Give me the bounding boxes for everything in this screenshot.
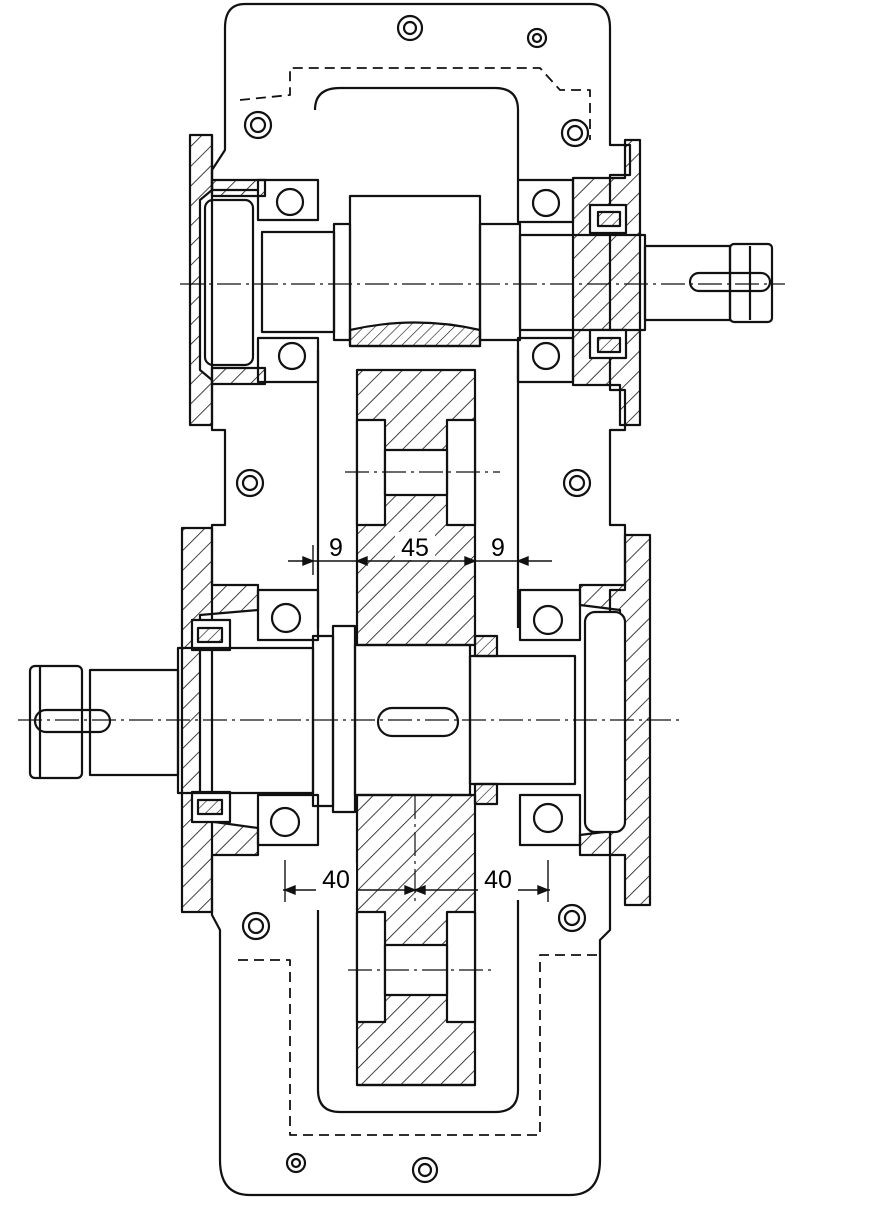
seal-hatch-3	[196, 626, 224, 644]
bolt-bottom-center	[411, 1156, 439, 1184]
upper-left-ball-bottom	[277, 341, 307, 371]
bolt-bottom-left-small	[285, 1152, 307, 1174]
seal-hatch-1	[596, 210, 622, 228]
bolt-lower-left	[241, 911, 271, 941]
dim-lower-left-span: 40	[322, 866, 350, 894]
bolt-top-center	[396, 14, 424, 42]
lower-input-keyway	[33, 708, 112, 734]
upper-left-flange-hatch	[210, 178, 267, 198]
upper-left-end-cover	[203, 198, 255, 367]
bolt-upper-left	[243, 110, 273, 140]
arrow-5	[283, 884, 296, 896]
lower-spacer-hatch-bottom	[473, 782, 499, 806]
lower-right-ball-top	[532, 604, 564, 636]
lower-keyway	[376, 706, 460, 738]
arrow-3	[464, 555, 477, 567]
upper-shaft-collar	[478, 222, 522, 342]
arrow-4	[516, 555, 529, 567]
lower-left-bearing-top	[256, 588, 320, 642]
bolt-mid-left	[235, 468, 265, 498]
gear-chamber-lower	[316, 900, 520, 1114]
arrow-1	[302, 555, 315, 567]
arrow-2	[355, 555, 368, 567]
bolt-mid-right	[562, 468, 592, 498]
bolt-lower-right	[557, 903, 587, 933]
gear-chamber	[313, 86, 520, 180]
upper-left-ball-top	[275, 187, 305, 217]
upper-left-cap	[188, 133, 214, 427]
dim-lower-right-span: 40	[484, 866, 512, 894]
lower-shaft-collar-left	[311, 634, 335, 808]
lower-right-bearing-top	[518, 588, 582, 642]
lower-left-bearing-bottom	[256, 793, 320, 847]
dim-upper-left-gap: 9	[329, 534, 343, 562]
upper-right-ball-top	[531, 188, 561, 218]
dim-gear-width: 45	[401, 534, 429, 562]
lower-right-ball-bottom	[532, 802, 564, 834]
upper-left-bearing-top	[256, 178, 320, 222]
lower-left-ball-bottom	[269, 806, 301, 838]
lower-right-end-cover	[583, 610, 627, 834]
lower-right-bearing-bottom	[518, 793, 582, 847]
lower-right-end-cap	[578, 533, 652, 907]
lower-spacer-hatch-top	[473, 634, 499, 658]
lower-left-ball-top	[270, 602, 302, 634]
inner-cavity-bottom	[238, 954, 600, 1136]
arrow-8	[537, 884, 550, 896]
upper-keyway	[688, 271, 772, 293]
lower-input-shaft	[88, 668, 180, 777]
arrow-6	[404, 884, 417, 896]
lower-gear-recess-right	[445, 910, 477, 1024]
upper-right-ball-bottom	[531, 341, 561, 371]
upper-left-flange-hatch-b	[210, 366, 267, 386]
dim-upper-right-gap: 9	[491, 534, 505, 562]
inner-cavity-top	[239, 67, 591, 140]
upper-right-bearing-bottom	[516, 336, 575, 384]
lower-shaft-spacer	[331, 624, 357, 814]
upper-shaft-left-journal	[260, 230, 336, 334]
upper-shaft-end	[728, 242, 774, 324]
bolt-upper-right	[560, 118, 590, 148]
upper-output-shaft	[643, 244, 732, 322]
arrow-7	[413, 884, 426, 896]
upper-right-seal-cover	[571, 138, 642, 427]
lower-gear-recess-left	[355, 910, 387, 1024]
lower-shaft-end	[28, 664, 84, 780]
upper-shaft-shoulder	[332, 222, 352, 342]
housing-outline	[210, 2, 632, 1197]
upper-pinion-section	[348, 321, 482, 348]
bolt-top-right-small	[526, 27, 548, 49]
seal-hatch-4	[196, 798, 224, 816]
upper-left-bearing-bottom	[256, 336, 320, 384]
seal-hatch-2	[596, 336, 622, 354]
